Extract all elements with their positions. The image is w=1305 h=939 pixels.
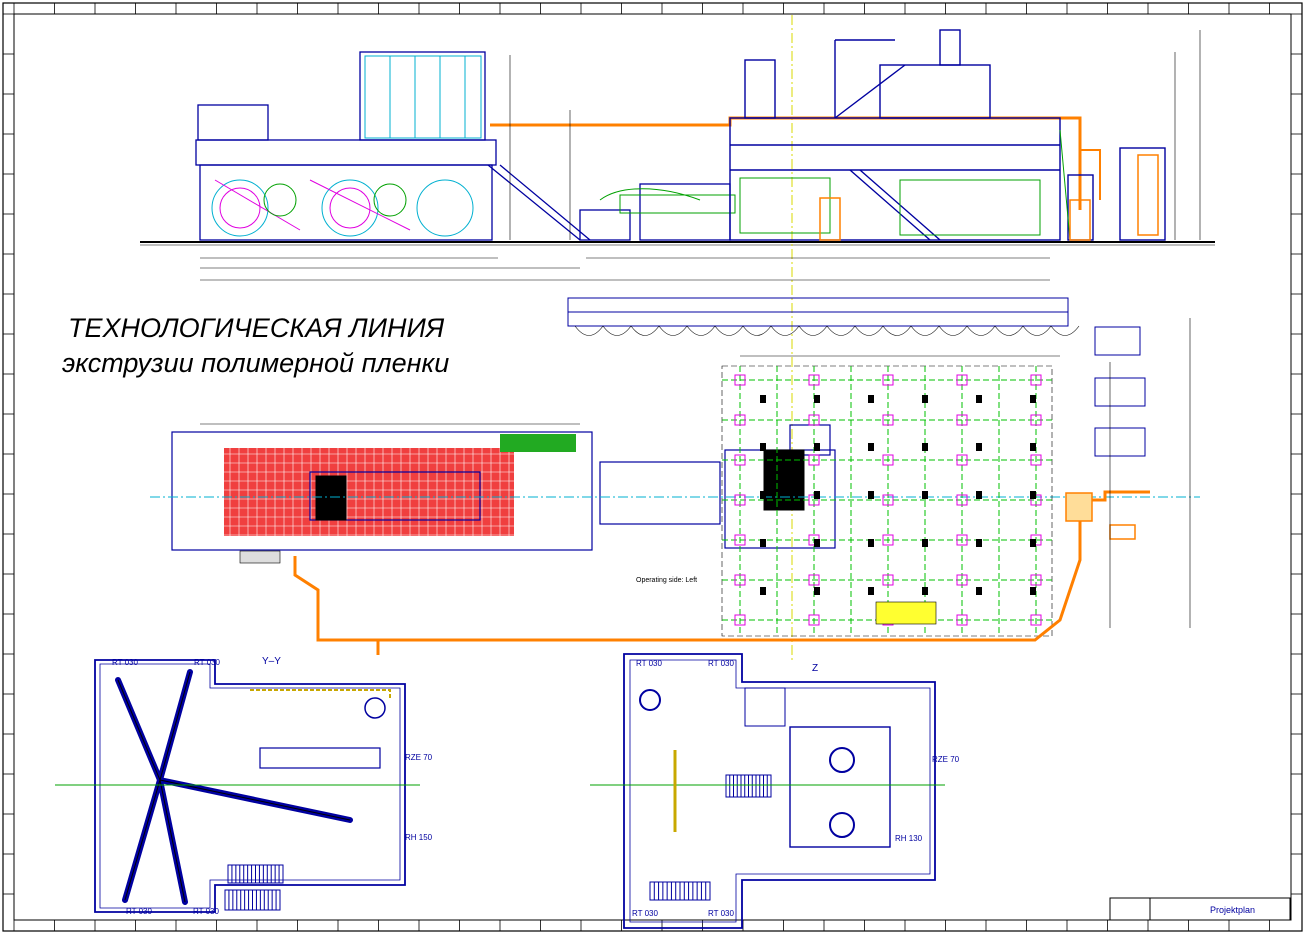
winder-area — [224, 448, 514, 536]
yy-section-label: Y–Y — [262, 656, 281, 667]
section-z: Z RT 030 RT 030 RZE 70 RH 130 RT 030 RT … — [590, 653, 960, 929]
z-label-5: RT 030 — [708, 909, 734, 918]
green-block — [500, 434, 576, 452]
side-elevation — [140, 15, 1215, 660]
yy-label-1: RT 030 — [194, 658, 220, 667]
yy-label-5: RT 030 — [193, 907, 219, 916]
z-label-3: RH 130 — [895, 834, 923, 843]
title-line-2: экструзии полимерной пленки — [62, 348, 450, 378]
inner-border — [13, 13, 1292, 921]
title-block: Projektplan — [1109, 897, 1291, 921]
z-label-4: RT 030 — [632, 909, 658, 918]
section-yy: Y–Y RT 030 RT 030 RZE 70 RH 150 RT 030 R… — [55, 656, 433, 916]
z-section-label: Z — [812, 663, 818, 674]
yy-label-3: RH 150 — [405, 833, 433, 842]
z-label-2: RZE 70 — [932, 755, 960, 764]
operating-side-label: Operating side: Left — [636, 577, 697, 584]
title-line-1: ТЕХНОЛОГИЧЕСКАЯ ЛИНИЯ — [68, 313, 445, 343]
border-ruler — [3, 3, 1302, 931]
yy-label-2: RZE 70 — [405, 753, 433, 762]
yy-label-0: RT 030 — [112, 658, 138, 667]
drawing-name: Projektplan — [1210, 905, 1255, 915]
z-label-0: RT 030 — [636, 659, 662, 668]
plan-view: Operating side: Left — [150, 297, 1200, 655]
yy-label-4: RT 030 — [126, 907, 152, 916]
z-label-1: RT 030 — [708, 659, 734, 668]
